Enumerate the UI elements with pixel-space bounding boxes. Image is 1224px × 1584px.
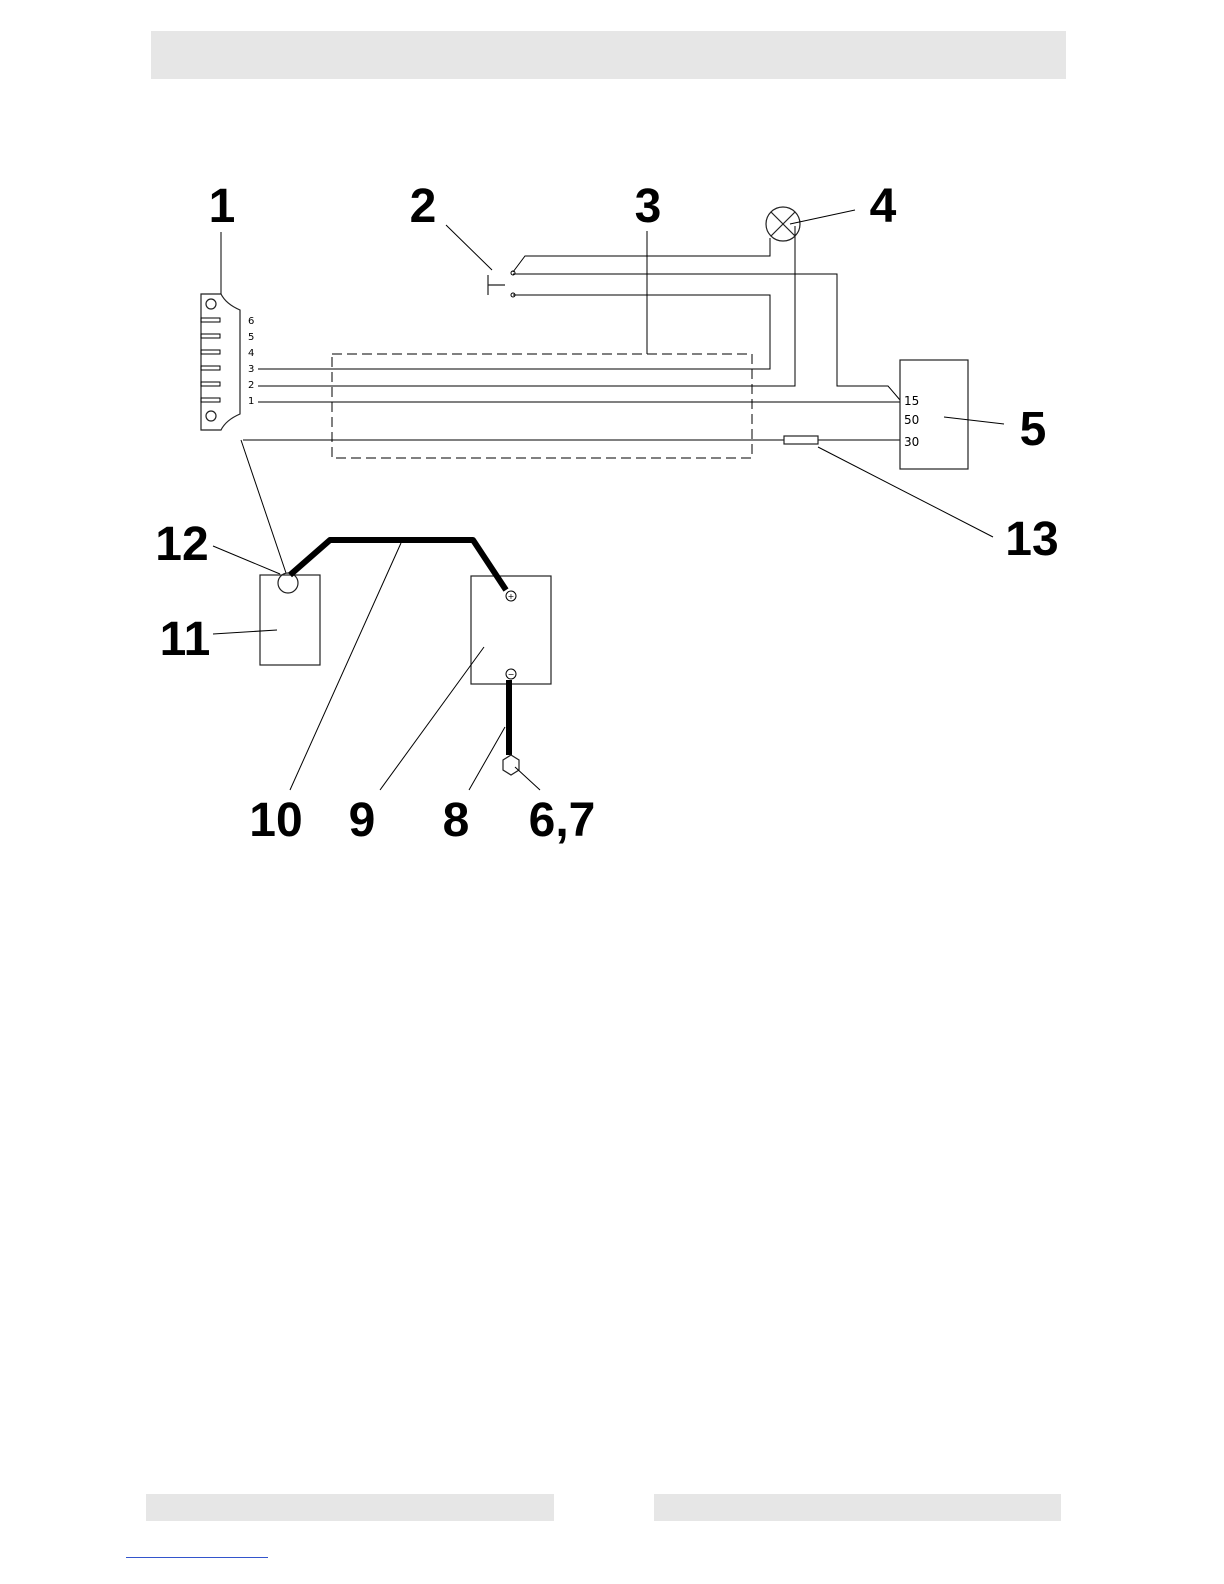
ground-bolt-icon bbox=[503, 755, 519, 775]
fuse bbox=[784, 436, 818, 444]
wires bbox=[241, 226, 900, 573]
connector-pin-5: 5 bbox=[248, 332, 254, 343]
callout-1: 1 bbox=[209, 180, 236, 233]
callout-6-7: 6,7 bbox=[529, 794, 596, 847]
callout-8: 8 bbox=[443, 794, 470, 847]
callout-13: 13 bbox=[1005, 513, 1058, 566]
callout-12: 12 bbox=[155, 518, 208, 571]
connector-pin-4: 4 bbox=[248, 348, 254, 359]
callout-4: 4 bbox=[870, 180, 897, 233]
connector-pin-6: 6 bbox=[248, 316, 254, 327]
battery-negative-symbol: − bbox=[508, 670, 515, 679]
leader-lines bbox=[213, 210, 1004, 790]
callout-3: 3 bbox=[635, 180, 662, 233]
callout-11: 11 bbox=[160, 613, 211, 666]
key-switch: 15 50 30 bbox=[900, 360, 968, 469]
callout-10: 10 bbox=[249, 794, 302, 847]
battery: + − bbox=[471, 576, 551, 684]
battery-positive-symbol: + bbox=[508, 592, 515, 601]
connector-pin-1: 1 bbox=[248, 396, 254, 407]
terminal-30: 30 bbox=[904, 435, 919, 449]
connector: 6 5 4 3 2 1 bbox=[201, 294, 254, 430]
terminal-15: 15 bbox=[904, 394, 919, 408]
connector-pin-3: 3 bbox=[248, 364, 254, 375]
callout-2: 2 bbox=[410, 180, 437, 233]
positive-battery-cable bbox=[290, 540, 506, 590]
callout-5: 5 bbox=[1020, 403, 1047, 456]
terminal-50: 50 bbox=[904, 413, 919, 427]
indicator-lamp-icon bbox=[766, 207, 800, 241]
push-button-switch bbox=[488, 271, 515, 297]
connector-pin-2: 2 bbox=[248, 380, 254, 391]
callout-9: 9 bbox=[349, 794, 376, 847]
starter-motor bbox=[260, 573, 320, 665]
cable-harness bbox=[332, 354, 752, 458]
